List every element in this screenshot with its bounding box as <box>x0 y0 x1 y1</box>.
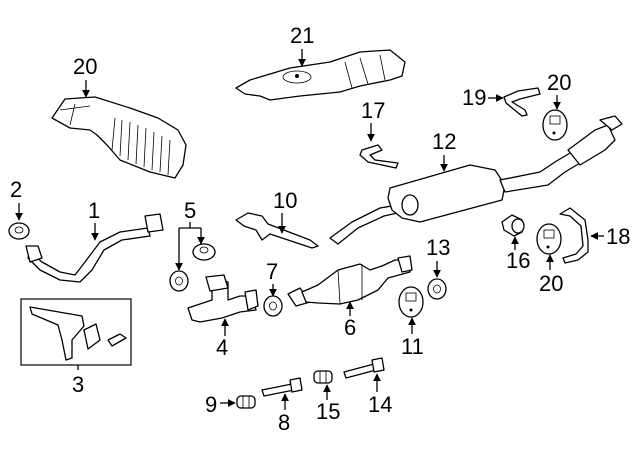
callout-label: 1 <box>88 198 100 223</box>
hanger-insulator-20b[interactable] <box>536 223 562 255</box>
callout-label: 2 <box>10 177 22 202</box>
hanger-bracket-18[interactable] <box>559 207 589 264</box>
callout-label: 6 <box>344 315 356 340</box>
muffler-and-pipe[interactable] <box>329 115 623 245</box>
callout-label: 17 <box>361 98 385 123</box>
gasket-2[interactable] <box>8 222 30 240</box>
front-heat-shield[interactable] <box>51 96 187 179</box>
callout-label: 18 <box>606 224 630 249</box>
nut-9[interactable] <box>236 395 256 409</box>
callout-label: 10 <box>273 188 297 213</box>
nut-15[interactable] <box>313 370 333 384</box>
callout-label: 20 <box>547 70 571 95</box>
hanger-insulator-11[interactable] <box>398 286 424 318</box>
callout-label: 5 <box>184 198 196 223</box>
callout-label: 16 <box>506 248 530 273</box>
bracket-10[interactable] <box>235 212 319 249</box>
damper-16[interactable] <box>501 214 525 237</box>
callout-label: 15 <box>316 399 340 424</box>
callout-label: 13 <box>426 235 450 260</box>
gasket-13[interactable] <box>427 278 447 300</box>
callout-label: 8 <box>278 410 290 435</box>
callout-label: 14 <box>368 392 392 417</box>
callout-label: 4 <box>216 335 228 360</box>
callout-label: 7 <box>266 259 278 284</box>
catalytic-converter[interactable] <box>287 255 413 307</box>
callout-label: 21 <box>290 23 314 48</box>
leader-bracket <box>179 222 201 229</box>
hanger-bracket-19[interactable] <box>503 87 541 117</box>
center-heat-shield[interactable] <box>235 49 406 101</box>
support-bracket-kit[interactable] <box>20 298 132 370</box>
callout-label: 12 <box>432 129 456 154</box>
callout-label: 19 <box>462 85 486 110</box>
front-exhaust-pipe[interactable] <box>25 213 164 283</box>
callout-label: 9 <box>205 392 217 417</box>
callout-label: 20 <box>539 271 563 296</box>
callout-label: 20 <box>73 54 97 79</box>
stud-bolt-8[interactable] <box>261 377 303 397</box>
hanger-insulator-20a[interactable] <box>542 109 568 141</box>
callout-label: 3 <box>72 372 84 397</box>
gasket-7[interactable] <box>263 295 283 317</box>
gasket-5b[interactable] <box>192 243 216 261</box>
hanger-bracket-17[interactable] <box>359 144 399 169</box>
stud-bolt-14[interactable] <box>343 357 385 379</box>
callout-label: 11 <box>401 334 424 359</box>
gasket-5a[interactable] <box>169 270 189 292</box>
y-pipe[interactable] <box>187 274 259 323</box>
